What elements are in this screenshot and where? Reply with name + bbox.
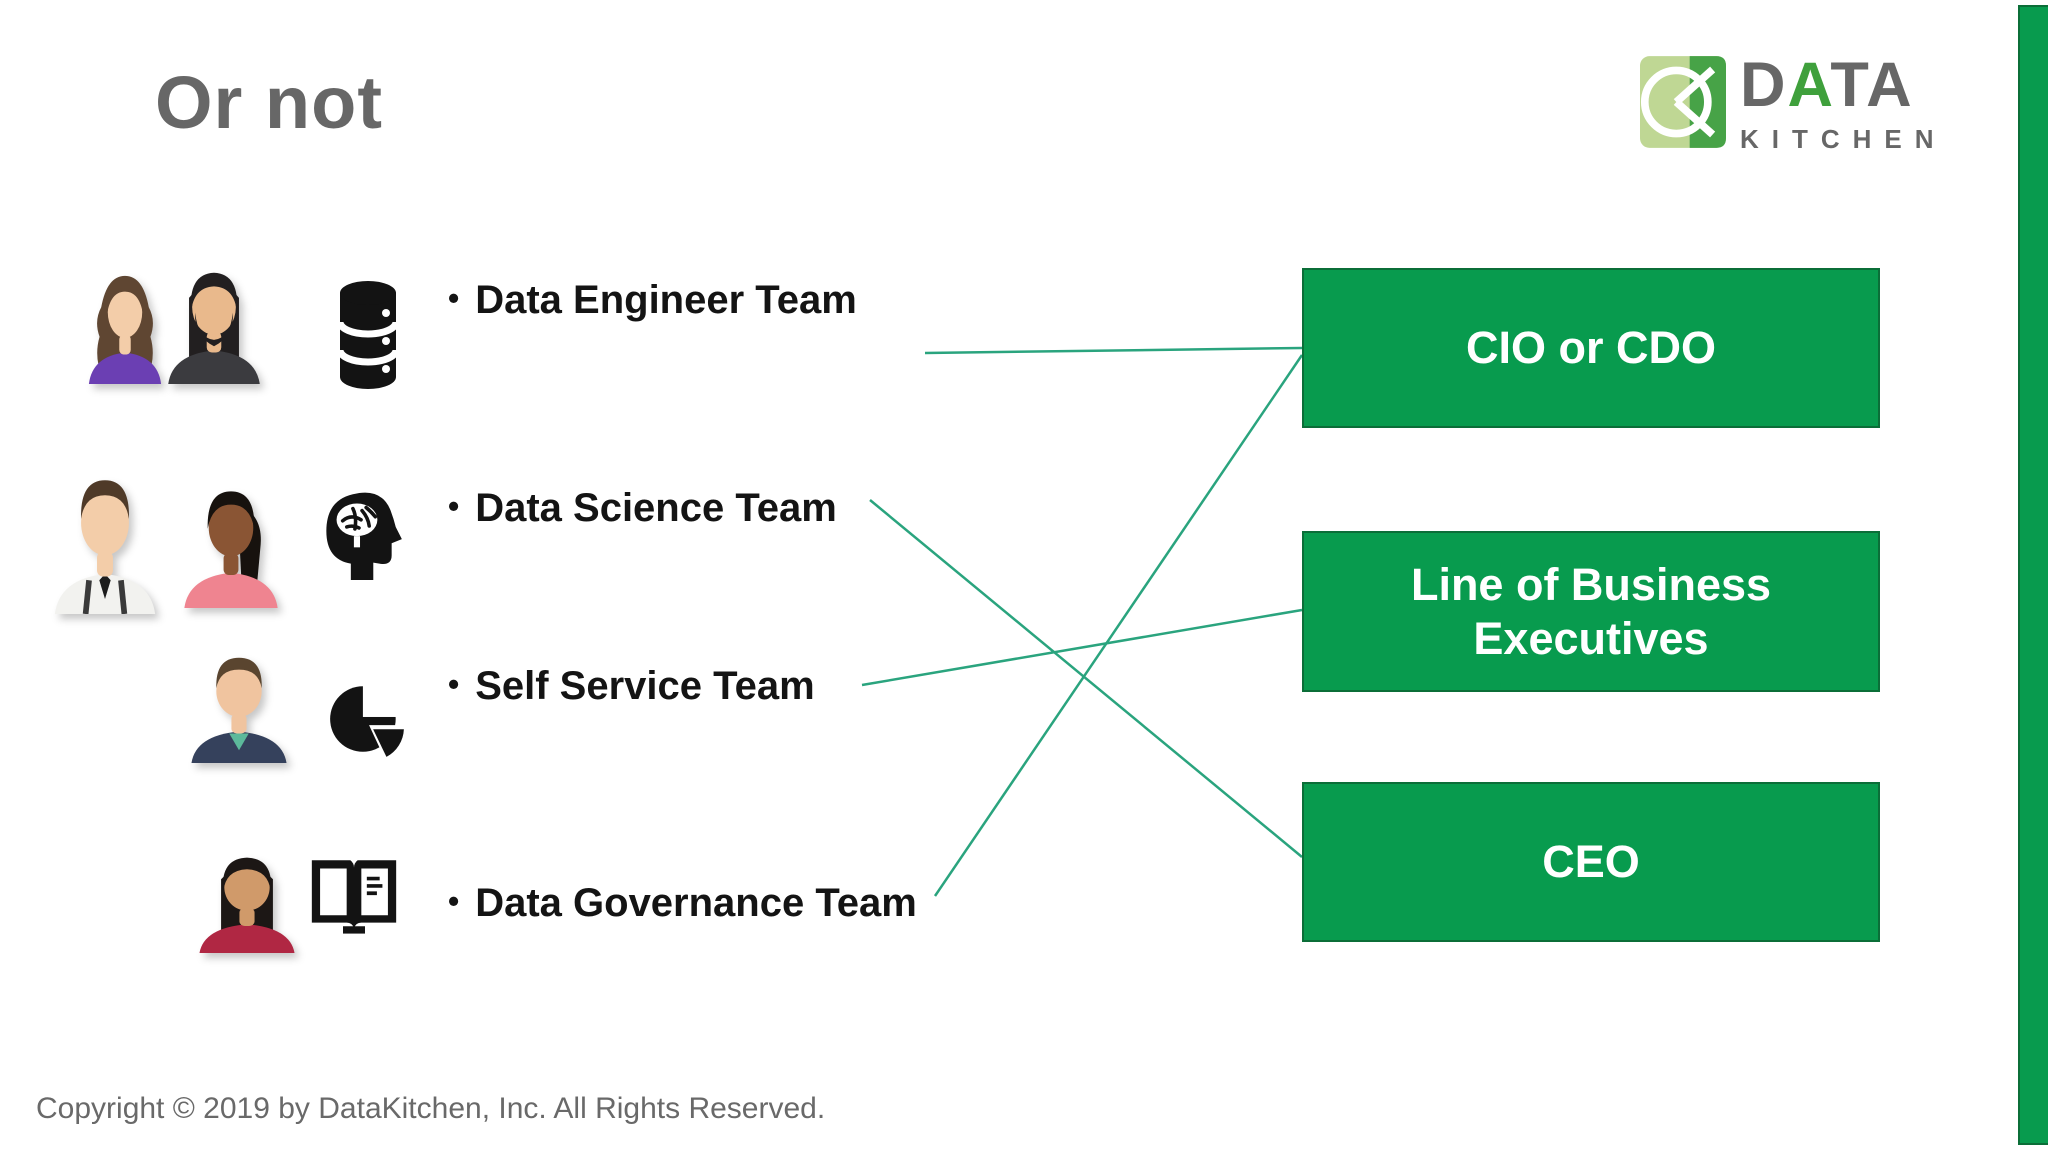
open-book-icon bbox=[311, 860, 397, 934]
head-brain-icon bbox=[326, 492, 402, 580]
exec-box-ceo: CEO bbox=[1302, 782, 1880, 942]
datakitchen-logo-icon bbox=[1640, 56, 1726, 148]
team-label-data-governance: •Data Governance Team bbox=[448, 881, 917, 925]
copyright-text: Copyright © 2019 by DataKitchen, Inc. Al… bbox=[36, 1092, 826, 1125]
bullet-glyph: • bbox=[448, 666, 460, 702]
bullet-glyph: • bbox=[448, 883, 460, 919]
connector-self-service-team-to-line-of-business-executives bbox=[861, 608, 1303, 687]
team-label-self-service: •Self Service Team bbox=[448, 664, 815, 708]
exec-box-cio-or-cdo: CIO or CDO bbox=[1302, 268, 1880, 428]
bullet-glyph: • bbox=[448, 488, 460, 524]
avatar bbox=[178, 476, 284, 608]
connector-data-governance-team-to-cio-or-cdo bbox=[933, 354, 1304, 897]
avatar bbox=[185, 645, 293, 763]
avatar bbox=[48, 464, 162, 615]
connector-data-engineer-team-to-cio-or-cdo bbox=[924, 346, 1303, 355]
bullet-glyph: • bbox=[448, 280, 460, 316]
pie-chart-icon bbox=[330, 680, 406, 757]
team-label-data-engineer: •Data Engineer Team bbox=[448, 278, 857, 322]
datakitchen-logo-text: DATA KITCHEN bbox=[1740, 54, 1947, 155]
database-icon bbox=[336, 281, 400, 389]
logo-word-data: DATA bbox=[1740, 50, 1914, 120]
exec-box-line-of-business: Line of Business Executives bbox=[1302, 531, 1880, 692]
avatar bbox=[84, 266, 166, 384]
avatar bbox=[162, 258, 266, 384]
logo-word-kitchen: KITCHEN bbox=[1740, 124, 1947, 154]
team-label-data-science: •Data Science Team bbox=[448, 486, 837, 530]
page-title: Or not bbox=[155, 61, 383, 144]
connector-data-science-team-to-ceo bbox=[869, 499, 1303, 858]
datakitchen-logo: DATA KITCHEN bbox=[1640, 54, 1947, 155]
clipped-green-box-edge bbox=[2018, 5, 2048, 1145]
avatar bbox=[193, 845, 301, 953]
